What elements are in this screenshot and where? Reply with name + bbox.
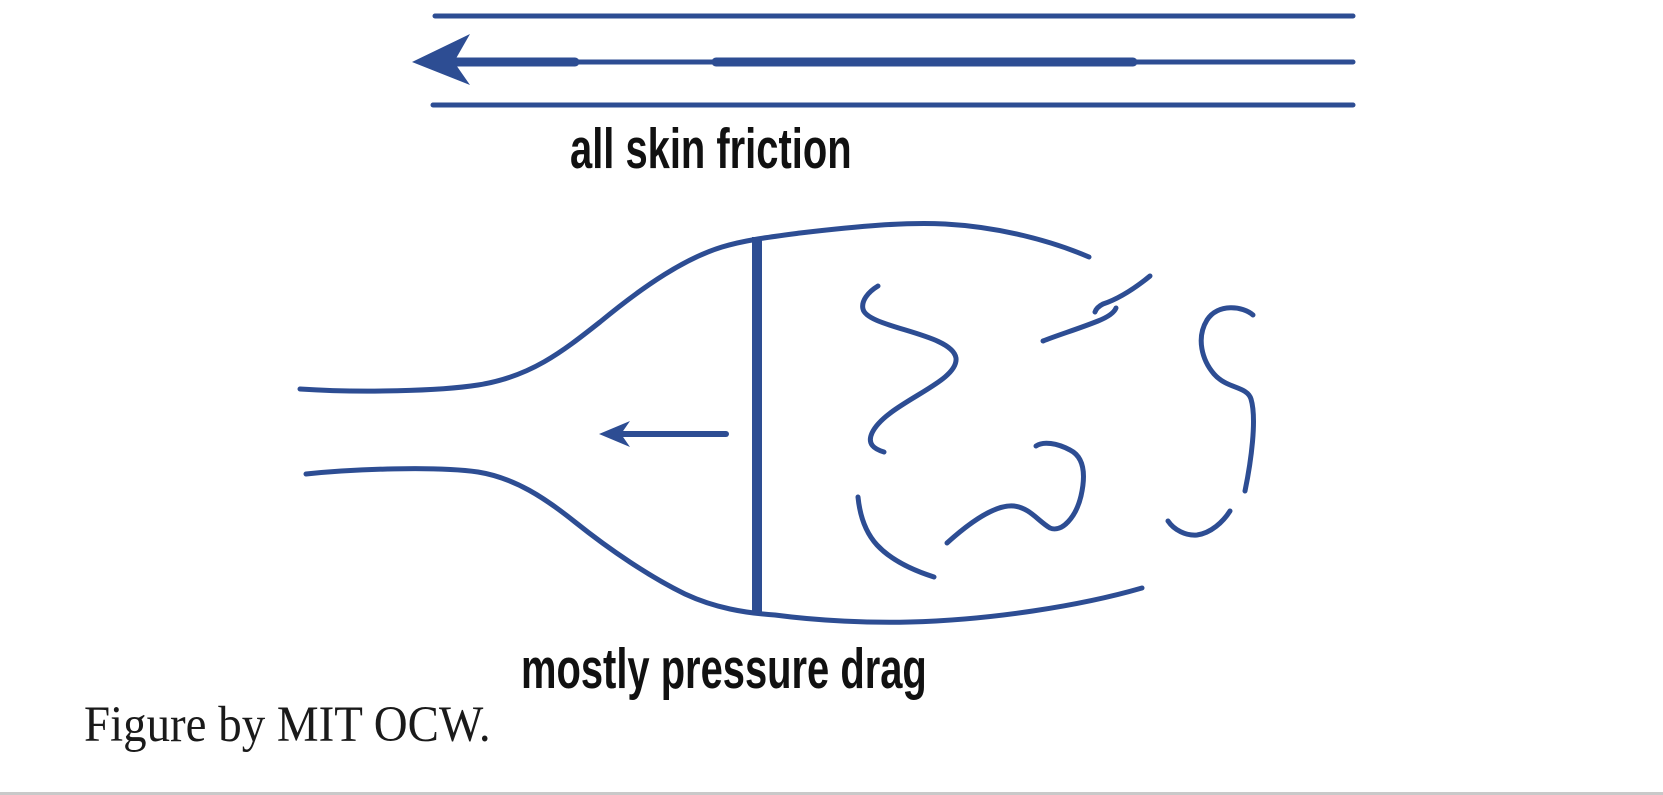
bluff-plate-figure — [297, 220, 1256, 625]
flat-plate-figure — [412, 13, 1356, 108]
streamline-lower — [303, 466, 1145, 625]
bluff-plate-label: mostly pressure drag — [521, 637, 927, 701]
wake-eddy-4 — [1198, 305, 1256, 494]
wake-eddy-3 — [1040, 305, 1119, 344]
wake-eddy-7 — [855, 494, 937, 580]
page-bottom-edge — [0, 792, 1663, 795]
flat-plate-label: all skin friction — [570, 117, 852, 181]
left-arrow-icon — [599, 421, 630, 447]
streamline-upper — [297, 220, 1092, 394]
wake-eddy-6 — [944, 440, 1086, 546]
wake-eddy-5 — [1165, 508, 1233, 538]
figure-caption: Figure by MIT OCW. — [84, 697, 491, 753]
wake-eddy-1 — [860, 283, 959, 455]
wake-eddy-2 — [1092, 273, 1153, 315]
left-arrow-icon — [412, 34, 470, 85]
